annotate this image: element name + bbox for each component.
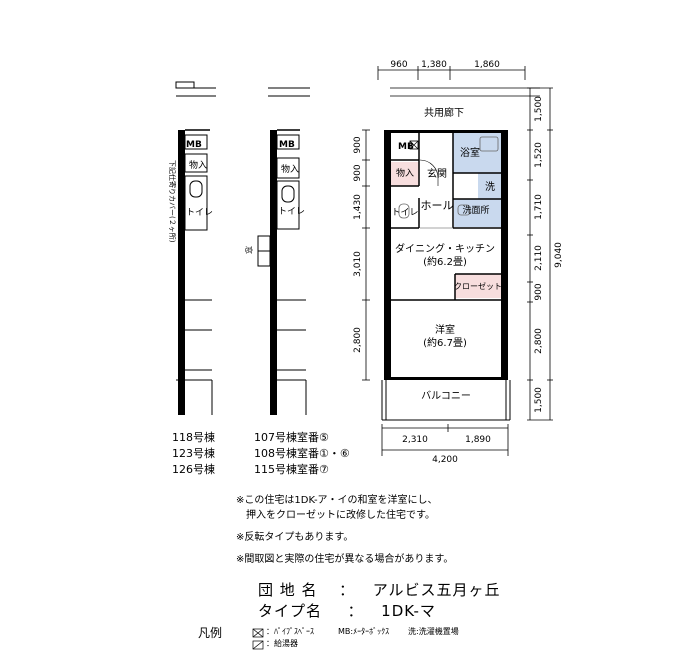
building-name: 118号棟: [172, 431, 215, 444]
side-plan-2: [257, 87, 310, 415]
building-rooms: 115号棟室番⑦: [254, 463, 329, 476]
building-rooms: 107号棟室番⑤: [254, 431, 329, 444]
dim-left-4: 3,010: [353, 251, 363, 277]
label-western: 洋室: [435, 323, 455, 336]
note-line: ※この住宅は1DK-ア・イの和室を洋室にし、: [236, 495, 438, 506]
building-row: 123号棟 108号棟室番①・⑥: [172, 446, 350, 462]
dim-right-total: 9,040: [554, 242, 564, 268]
legend-heater: ：給湯器: [266, 639, 298, 648]
dim-right-2: 1,520: [534, 142, 544, 168]
dim-right-3: 1,710: [534, 194, 544, 220]
side-plan-1: [175, 81, 216, 415]
dim-bottom-1: 2,310: [402, 435, 428, 445]
note-line: ※反転タイプもあります。: [236, 532, 354, 543]
type-value: 1DK-マ: [381, 602, 436, 620]
label-wash-mark: 洗: [485, 181, 495, 193]
building-name: 126号棟: [172, 463, 215, 476]
side2-storage: 物入: [281, 163, 299, 175]
type-colon: ：: [347, 602, 364, 620]
label-corridor: 共用廊下: [424, 106, 464, 119]
building-name: 123号棟: [172, 447, 215, 460]
dim-top-3: 1,860: [474, 60, 500, 70]
type-label: タイプ名: [258, 602, 323, 620]
dim-bottom-2: 1,890: [465, 435, 491, 445]
label-western-size: (約6.7畳): [423, 336, 467, 349]
main-plan: [362, 66, 553, 456]
dim-right-5: 900: [534, 283, 544, 300]
label-entrance: 玄関: [427, 167, 447, 180]
type-info: タイプ名 ： 1DK-マ: [258, 603, 436, 619]
building-list: 118号棟 107号棟室番⑤ 123号棟 108号棟室番①・⑥ 126号棟 11…: [172, 430, 350, 478]
side2-mb: MB: [279, 140, 295, 150]
complex-colon: ：: [339, 581, 356, 599]
dim-left-3: 1,430: [353, 194, 363, 220]
side1-mb: MB: [186, 140, 202, 150]
side1-toilet: トイレ: [186, 208, 213, 218]
legend-symbols: [252, 628, 264, 650]
dim-right-1: 1,500: [534, 96, 544, 122]
legend-wash: 洗:洗濯機置場: [408, 627, 459, 636]
complex-value: アルビス五月ヶ丘: [372, 581, 501, 599]
note-line: 押入をクローゼットに改修した住宅です。: [236, 510, 435, 521]
label-mb: MB: [398, 142, 414, 152]
notes: ※この住宅は1DK-ア・イの和室を洋室にし、 押入をクローゼットに改修した住宅で…: [236, 493, 453, 567]
dim-left-1: 900: [353, 136, 363, 153]
building-row: 126号棟 115号棟室番⑦: [172, 462, 350, 478]
label-balcony: バルコニー: [421, 390, 471, 402]
label-dk: ダイニング・キッチン: [395, 242, 495, 255]
label-hall: ホール: [421, 199, 454, 212]
dim-right-7: 1,500: [534, 387, 544, 413]
dim-bottom-total: 4,200: [432, 455, 458, 465]
dim-top-2: 1,380: [421, 60, 447, 70]
dim-top-1: 960: [390, 60, 407, 70]
side1-storage: 物入: [189, 159, 207, 171]
dim-left-5: 2,800: [353, 327, 363, 353]
legend-pipe: ：ﾊﾟｲﾌﾟｽﾍﾟｰｽ: [266, 627, 314, 636]
dim-left-2: 900: [353, 164, 363, 181]
label-bath: 浴室: [460, 146, 480, 159]
side2-toilet: トイレ: [278, 207, 305, 217]
building-row: 118号棟 107号棟室番⑤: [172, 430, 350, 446]
side2-window: 窓: [244, 246, 254, 254]
label-storage: 物入: [396, 167, 414, 179]
legend-title: 凡例: [198, 626, 223, 640]
building-rooms: 108号棟室番①・⑥: [254, 447, 350, 460]
legend-mb: MB:ﾒｰﾀｰﾎﾞｯｸｽ: [338, 627, 390, 636]
dim-right-6: 2,800: [534, 328, 544, 354]
label-toilet: トイレ: [391, 208, 418, 218]
label-dk-size: (約6.2畳): [423, 255, 467, 268]
complex-label: 団 地 名: [258, 581, 318, 599]
note-line: ※間取図と実際の住宅が異なる場合があります。: [236, 554, 454, 565]
dim-right-4: 2,110: [534, 245, 544, 271]
side1-note: 下記仕寄りカバー(２ヶ所): [168, 160, 177, 243]
label-closet: クローゼット: [454, 281, 502, 291]
label-washroom: 洗面所: [462, 204, 489, 216]
complex-info: 団 地 名 ： アルビス五月ヶ丘: [258, 582, 501, 598]
